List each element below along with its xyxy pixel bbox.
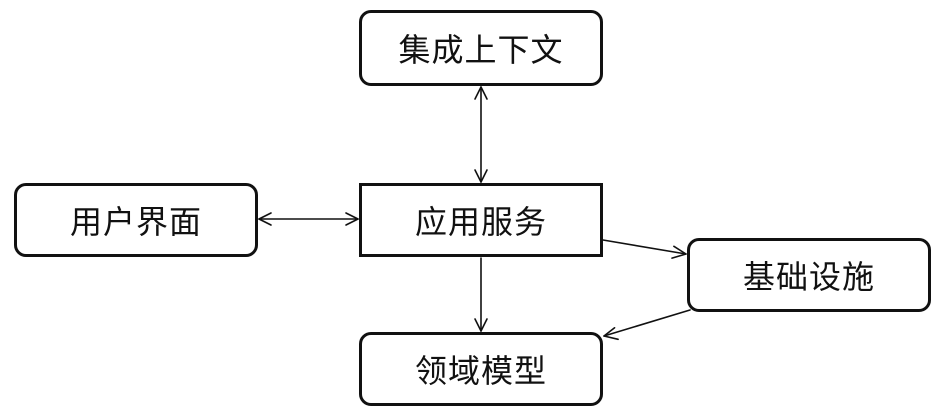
- domain-model-box: 领域模型: [359, 332, 603, 406]
- user-interface-label: 用户界面: [69, 203, 202, 241]
- integration-context-label: 集成上下文: [398, 31, 564, 69]
- connector-app-infra: [602, 239, 687, 259]
- connector-app-domain: [474, 257, 488, 332]
- user-interface-box: 用户界面: [14, 183, 258, 257]
- domain-model-label: 领域模型: [414, 352, 547, 390]
- infrastructure-label: 基础设施: [742, 258, 875, 296]
- infrastructure-box: 基础设施: [687, 238, 931, 312]
- integration-context-box: 集成上下文: [359, 10, 603, 86]
- application-services-label: 应用服务: [414, 203, 547, 241]
- connector-ui-app: [258, 212, 359, 226]
- connector-app-context: [474, 86, 488, 183]
- application-services-box: 应用服务: [359, 183, 603, 257]
- connector-infra-domain: [603, 309, 691, 341]
